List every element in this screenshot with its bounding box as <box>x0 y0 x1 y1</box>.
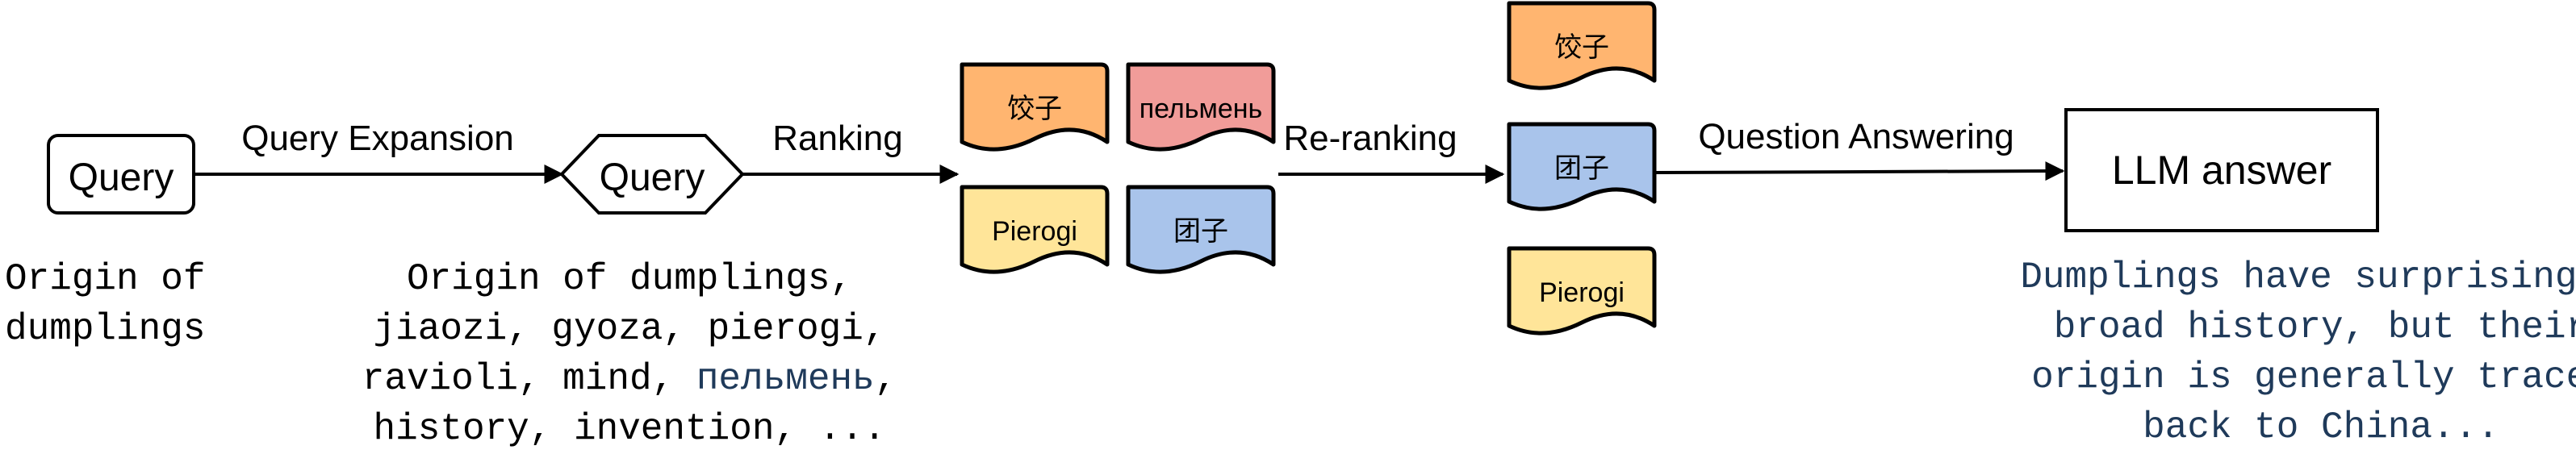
input-query-node: Query <box>47 134 195 215</box>
question-answering-label: Question Answering <box>1698 117 2014 156</box>
ranking-label: Ranking <box>772 119 902 158</box>
llm-answer-line-2: broad history, but their <box>2054 306 2576 348</box>
reranked-doc-2-label: 团子 <box>1554 153 1609 184</box>
expanded-query-line-3-suffix: , <box>875 358 897 400</box>
input-query-label: Query <box>69 156 174 199</box>
expanded-query-line-1: Origin of dumplings, <box>407 258 852 300</box>
expanded-query-line-4: history, invention, ... <box>374 408 886 450</box>
llm-answer-node: LLM answer <box>2064 108 2379 232</box>
ranked-doc-1: 饺子 <box>962 65 1107 149</box>
expanded-query-node: Query <box>559 134 745 215</box>
reranked-doc-3-label: Pierogi <box>1539 277 1625 308</box>
ranked-doc-3-label: Pierogi <box>992 216 1077 247</box>
expanded-query-line-2: jiaozi, gyoza, pierogi, <box>374 308 886 350</box>
input-query-text-line-1: Origin of <box>5 258 205 300</box>
expanded-query-text: Origin of dumplings, jiaozi, gyoza, pier… <box>362 258 897 450</box>
reranked-doc-2: 团子 <box>1509 124 1654 209</box>
input-query-text-line-2: dumplings <box>5 308 205 350</box>
ranked-doc-2-label: пельмень <box>1140 94 1263 124</box>
expanded-query-label: Query <box>600 156 705 199</box>
ranked-doc-3: Pierogi <box>962 187 1107 272</box>
re-ranking-label: Re-ranking <box>1283 119 1457 158</box>
reranked-doc-1-label: 饺子 <box>1554 32 1609 63</box>
ranked-doc-2: пельмень <box>1128 65 1273 149</box>
ranked-doc-1-label: 饺子 <box>1007 94 1062 124</box>
llm-answer-line-4: back to China... <box>2143 406 2499 448</box>
ranked-doc-4-label: 团子 <box>1173 216 1228 247</box>
llm-answer-line-3: origin is generally traced <box>2031 356 2576 398</box>
llm-answer-label: LLM answer <box>2112 148 2331 193</box>
reranked-doc-3: Pierogi <box>1509 248 1654 333</box>
expanded-query-line-3: ravioli, mind, пельмень, <box>362 358 897 400</box>
query-expansion-label: Query Expansion <box>241 119 514 158</box>
question-answering-arrow <box>1654 161 2065 181</box>
ranked-doc-4: 团子 <box>1128 187 1273 272</box>
llm-answer-text: Dumplings have surprisingly broad histor… <box>2020 256 2576 448</box>
expanded-query-line-3-prefix: ravioli, mind, <box>362 358 696 400</box>
reranked-doc-1: 饺子 <box>1509 3 1654 88</box>
llm-answer-line-1: Dumplings have surprisingly <box>2020 256 2576 298</box>
expanded-query-accent-word: пельмень <box>696 358 875 400</box>
